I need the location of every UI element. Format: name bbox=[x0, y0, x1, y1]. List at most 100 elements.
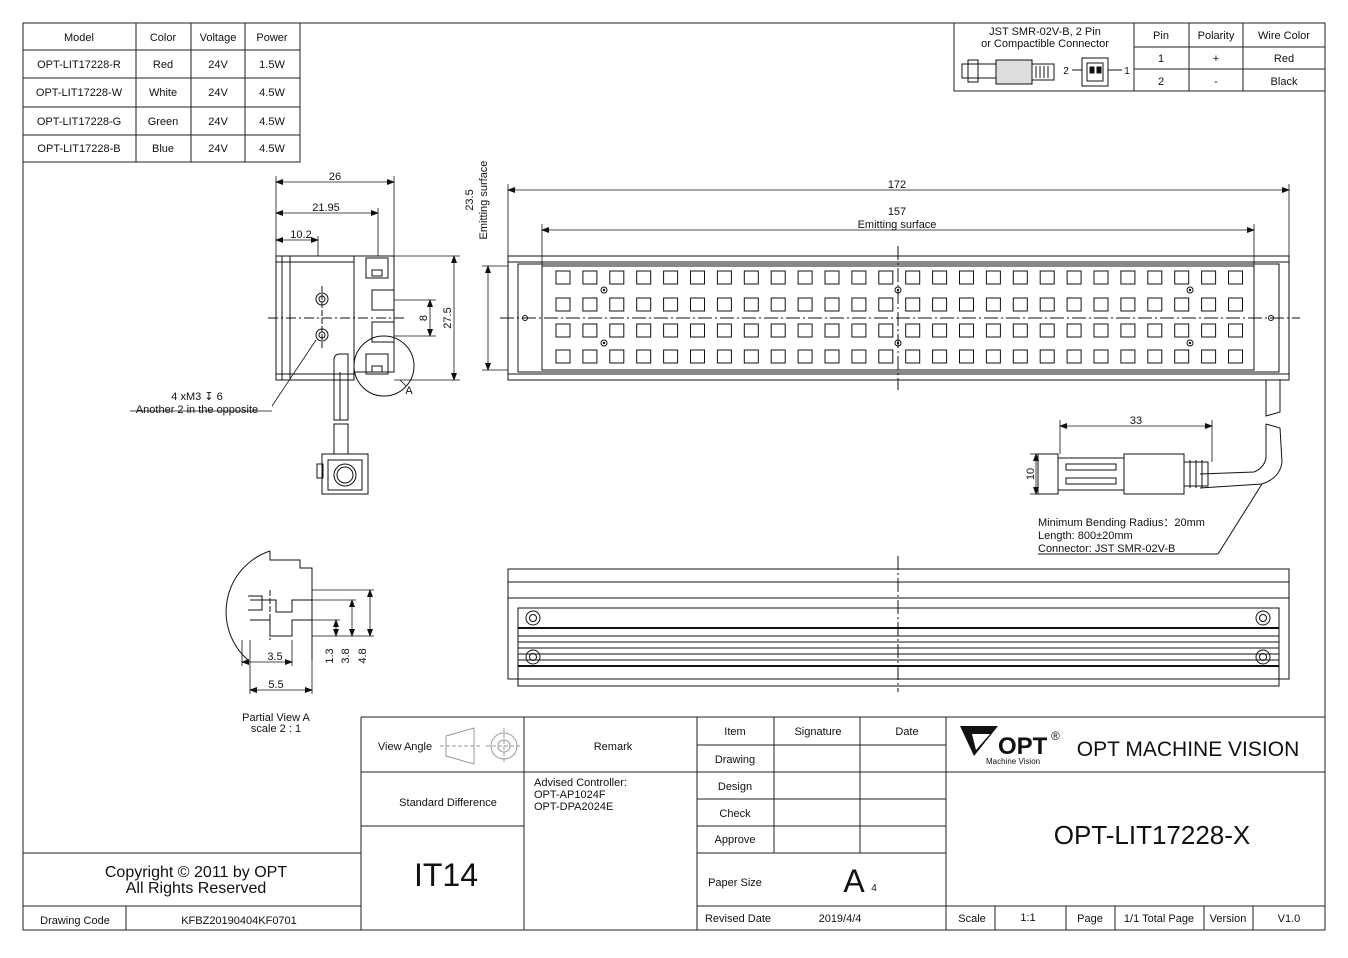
controller-1: OPT-AP1024F bbox=[534, 789, 606, 801]
led-cell bbox=[1228, 270, 1243, 285]
led-cell bbox=[1093, 297, 1109, 312]
led-cell bbox=[1174, 349, 1190, 364]
item-label: Item bbox=[724, 726, 745, 738]
projection-angle-icon bbox=[440, 727, 522, 765]
led-cell bbox=[878, 270, 894, 285]
spec-cell: 4.5W bbox=[259, 116, 285, 128]
conn-pin-label-1: 1 bbox=[1124, 66, 1130, 77]
led-cell bbox=[1093, 323, 1109, 338]
remark-label: Remark bbox=[594, 741, 633, 753]
led-cell bbox=[878, 297, 894, 312]
screw-hole-center bbox=[602, 288, 606, 292]
paper-size-sub: 4 bbox=[871, 883, 877, 894]
version-value: V1.0 bbox=[1278, 913, 1301, 925]
led-cell bbox=[1147, 297, 1163, 312]
led-cell bbox=[959, 349, 974, 364]
led-cell bbox=[878, 349, 894, 364]
led-cell bbox=[582, 323, 598, 338]
side-view bbox=[268, 255, 415, 495]
led-cell bbox=[770, 270, 786, 285]
led-cell bbox=[959, 323, 974, 338]
company-name: OPT MACHINE VISION bbox=[1077, 738, 1299, 761]
led-cell bbox=[851, 349, 867, 364]
spec-cell: Green bbox=[148, 116, 179, 128]
detail-mark-a: A bbox=[405, 385, 413, 397]
paper-size-label: Paper Size bbox=[708, 877, 762, 889]
led-cell bbox=[797, 297, 813, 312]
copyright-line-1: Copyright © 2011 by OPT bbox=[105, 864, 287, 881]
title-block-lines bbox=[23, 716, 1325, 930]
led-cell bbox=[1228, 323, 1243, 338]
led-cell bbox=[1120, 297, 1136, 312]
spec-cell: Red bbox=[153, 59, 173, 71]
led-cell bbox=[555, 297, 571, 312]
led-cell bbox=[1066, 270, 1082, 285]
spec-cell: 4.5W bbox=[259, 87, 285, 99]
conn-pin-label-2: 2 bbox=[1063, 66, 1069, 77]
tolerance-grade: IT14 bbox=[414, 857, 478, 893]
screw-hole-center bbox=[896, 288, 900, 292]
led-cell bbox=[797, 270, 813, 285]
version-label: Version bbox=[1210, 913, 1247, 925]
led-cell bbox=[1012, 297, 1028, 312]
dim-10: 10 bbox=[1025, 468, 1037, 480]
drawing-code-label: Drawing Code bbox=[40, 915, 110, 927]
dim-27-5: 27.5 bbox=[442, 307, 454, 328]
copyright-line-2: All Rights Reserved bbox=[126, 880, 267, 897]
date-label: Date bbox=[895, 726, 918, 738]
led-cell bbox=[824, 323, 840, 338]
led-cell bbox=[743, 349, 759, 364]
led-cell bbox=[743, 270, 759, 285]
led-cell bbox=[1039, 297, 1055, 312]
led-cell bbox=[555, 270, 571, 285]
spec-header-model: Model bbox=[64, 32, 94, 44]
revised-date-label: Revised Date bbox=[705, 913, 771, 925]
led-cell bbox=[1201, 270, 1217, 285]
led-cell bbox=[690, 270, 705, 285]
led-cell bbox=[1066, 323, 1082, 338]
led-cell bbox=[905, 270, 921, 285]
cable-note-bending: Minimum Bending Radius：20mm bbox=[1038, 517, 1205, 529]
led-cell bbox=[1228, 349, 1243, 364]
led-cell bbox=[1120, 270, 1136, 285]
led-cell bbox=[609, 270, 625, 285]
led-cell bbox=[985, 297, 1001, 312]
led-cell bbox=[824, 349, 840, 364]
led-cell bbox=[609, 349, 625, 364]
conn-cell: 2 bbox=[1158, 76, 1164, 88]
led-cell bbox=[1012, 270, 1028, 285]
conn-cell: Red bbox=[1274, 53, 1294, 65]
cable-assembly bbox=[1037, 380, 1283, 555]
dim-26: 26 bbox=[329, 171, 341, 183]
led-cell bbox=[1174, 297, 1190, 312]
led-cell bbox=[851, 297, 867, 312]
led-cell bbox=[1120, 349, 1136, 364]
spec-cell: 24V bbox=[208, 116, 228, 128]
led-cell bbox=[690, 323, 705, 338]
scale-label: Scale bbox=[958, 913, 986, 925]
bottom-view bbox=[507, 556, 1290, 692]
dim-3-5: 3.5 bbox=[267, 651, 282, 663]
logo-text: OPT bbox=[998, 733, 1048, 760]
hole-note-2: Another 2 in the opposite bbox=[136, 404, 258, 416]
led-cell bbox=[905, 297, 921, 312]
partial-view-scale: scale 2 : 1 bbox=[251, 723, 301, 735]
spec-cell: 24V bbox=[208, 143, 228, 155]
led-cell bbox=[636, 323, 652, 338]
conn-header-polarity: Polarity bbox=[1198, 30, 1235, 42]
partial-view-a bbox=[225, 550, 313, 661]
spec-cell: OPT-LIT17228-B bbox=[37, 143, 120, 155]
dim-3-8: 3.8 bbox=[340, 648, 352, 663]
spec-cell: Blue bbox=[152, 143, 174, 155]
led-cell bbox=[716, 270, 732, 285]
screw-hole-center bbox=[1188, 288, 1192, 292]
screw-hole bbox=[894, 339, 902, 347]
led-cell bbox=[851, 270, 867, 285]
led-cell bbox=[1201, 349, 1217, 364]
led-cell bbox=[1120, 323, 1136, 338]
conn-header-pin: Pin bbox=[1153, 30, 1169, 42]
led-cell bbox=[770, 297, 786, 312]
led-cell bbox=[1174, 323, 1190, 338]
screw-hole bbox=[894, 286, 902, 294]
